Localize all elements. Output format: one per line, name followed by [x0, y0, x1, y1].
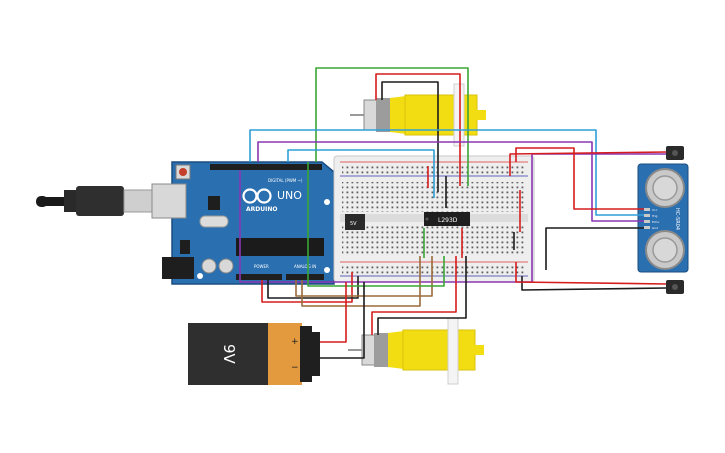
wire-red-ultrasonic[interactable]: [515, 147, 644, 210]
wire-red-sensor-top[interactable]: [509, 151, 667, 176]
wire-black-arduino-gnd[interactable]: [267, 276, 359, 299]
power-jack: [162, 257, 194, 279]
battery-9v[interactable]: 9V + −: [188, 323, 320, 385]
usb-jack: [151, 183, 187, 219]
dc-motor-bottom[interactable]: [348, 317, 484, 385]
digital-header-label: DIGITAL (PWM ~): [268, 178, 303, 183]
ultrasonic-label: HC-SR04: [674, 208, 680, 230]
power-header[interactable]: [236, 274, 282, 280]
battery-label: 9V: [220, 344, 238, 365]
wire-red-battery[interactable]: [320, 282, 347, 343]
arduino-brand-text: ARDUINO: [246, 206, 277, 213]
wire-black-sensor-bottom[interactable]: [521, 276, 667, 291]
wire-red-bottom-motor[interactable]: [371, 256, 457, 335]
wires: [239, 67, 667, 359]
atmega-chip: [236, 238, 324, 256]
wire-black-battery[interactable]: [320, 282, 365, 359]
power-header-label: POWER: [254, 264, 269, 269]
digital-header[interactable]: [210, 164, 322, 170]
sensor-bottom-right[interactable]: [666, 280, 684, 294]
wire-purple-1[interactable]: [257, 141, 644, 222]
sensor-top-right[interactable]: [666, 146, 684, 160]
dc-motor-top[interactable]: [350, 83, 486, 147]
ultrasonic-pins[interactable]: Vcc Trig Echo Gnd: [644, 208, 659, 230]
voltage-regulator[interactable]: 5V: [345, 214, 365, 230]
l293d-chip[interactable]: L293D: [424, 212, 470, 226]
wire-brown-2[interactable]: [301, 256, 421, 307]
wire-green-bottom[interactable]: [307, 162, 445, 287]
arduino-model-text: UNO: [277, 189, 302, 202]
analog-header-label: ANALOG IN: [294, 264, 316, 269]
arduino-uno-board[interactable]: ARDUINO UNO DIGITAL (PWM ~) POWER ANALOG…: [151, 161, 335, 285]
usb-cable[interactable]: [36, 185, 169, 217]
capacitor-1: [201, 258, 217, 274]
wire-red-sensor-bottom[interactable]: [515, 262, 667, 285]
battery-minus: −: [291, 363, 299, 373]
ultrasonic-sensor[interactable]: HC-SR04 Vcc Trig Echo Gnd: [637, 163, 689, 273]
ultrasonic-pin-gnd: Gnd: [652, 226, 658, 230]
ultrasonic-pin-vcc: Vcc: [652, 208, 658, 212]
ultrasonic-pin-trig: Trig: [651, 214, 657, 218]
wire-blue-2[interactable]: [287, 149, 435, 198]
arduino-logo: [242, 188, 272, 204]
wire-green-top[interactable]: [315, 67, 469, 186]
wire-red-arduino-5v[interactable]: [261, 272, 353, 303]
wire-black-bottom-motor[interactable]: [377, 256, 467, 335]
l293d-label: L293D: [438, 217, 458, 224]
regulator-label: 5V: [350, 221, 357, 227]
wire-blue-1[interactable]: [249, 129, 644, 216]
wire-black-ultrasonic[interactable]: [545, 227, 644, 270]
ultrasonic-pin-echo: Echo: [652, 220, 659, 224]
wire-black-top-motor[interactable]: [381, 81, 439, 192]
capacitor-2: [218, 258, 234, 274]
analog-header[interactable]: [286, 274, 324, 280]
crystal: [199, 215, 229, 228]
battery-plus: +: [291, 337, 299, 347]
